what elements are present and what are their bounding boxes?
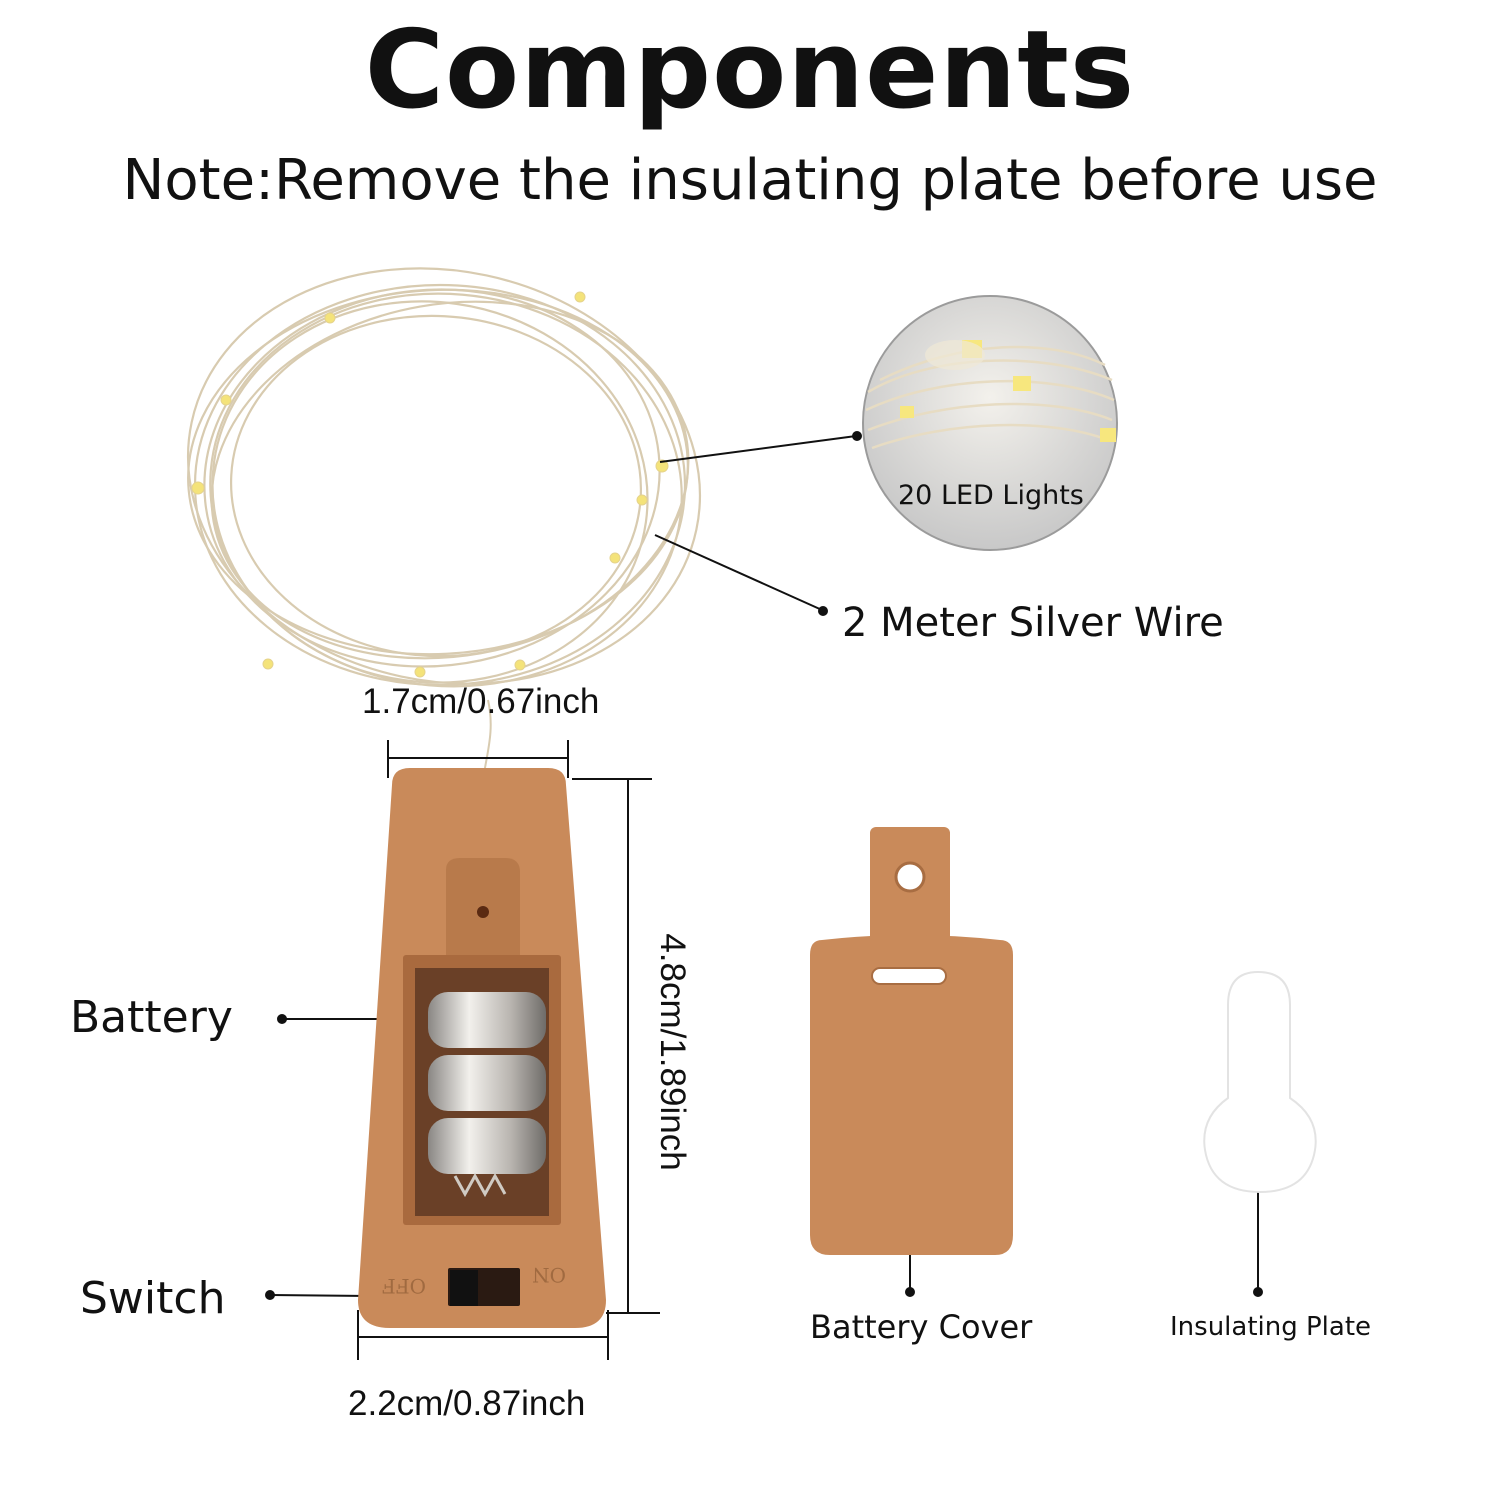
switch-on-marking: ON [532, 1263, 566, 1287]
battery-cover-label: Battery Cover [810, 1308, 1033, 1346]
switch-label: Switch [80, 1273, 226, 1324]
height-label: 4.8cm/1.89inch [653, 933, 692, 1171]
usage-note: Note:Remove the insulating plate before … [122, 148, 1378, 213]
led-beads [191, 291, 669, 678]
silver-wire-label: 2 Meter Silver Wire [842, 600, 1224, 646]
led-lights-label: 20 LED Lights [898, 480, 1084, 511]
coin-batteries [428, 992, 546, 1198]
cork-battery-box [358, 768, 606, 1328]
insulating-plate-label: Insulating Plate [1170, 1312, 1372, 1342]
dimension-lines [357, 740, 660, 1360]
bottom-width-label: 2.2cm/0.87inch [348, 1384, 586, 1423]
led-magnifier [862, 295, 1118, 551]
battery-label: Battery [70, 992, 233, 1043]
battery-cover [810, 827, 1013, 1255]
top-width-label: 1.7cm/0.67inch [362, 682, 600, 721]
page-title: Components [364, 8, 1136, 133]
switch-off-marking: OFF [382, 1274, 426, 1298]
insulating-plate [1203, 970, 1317, 1194]
